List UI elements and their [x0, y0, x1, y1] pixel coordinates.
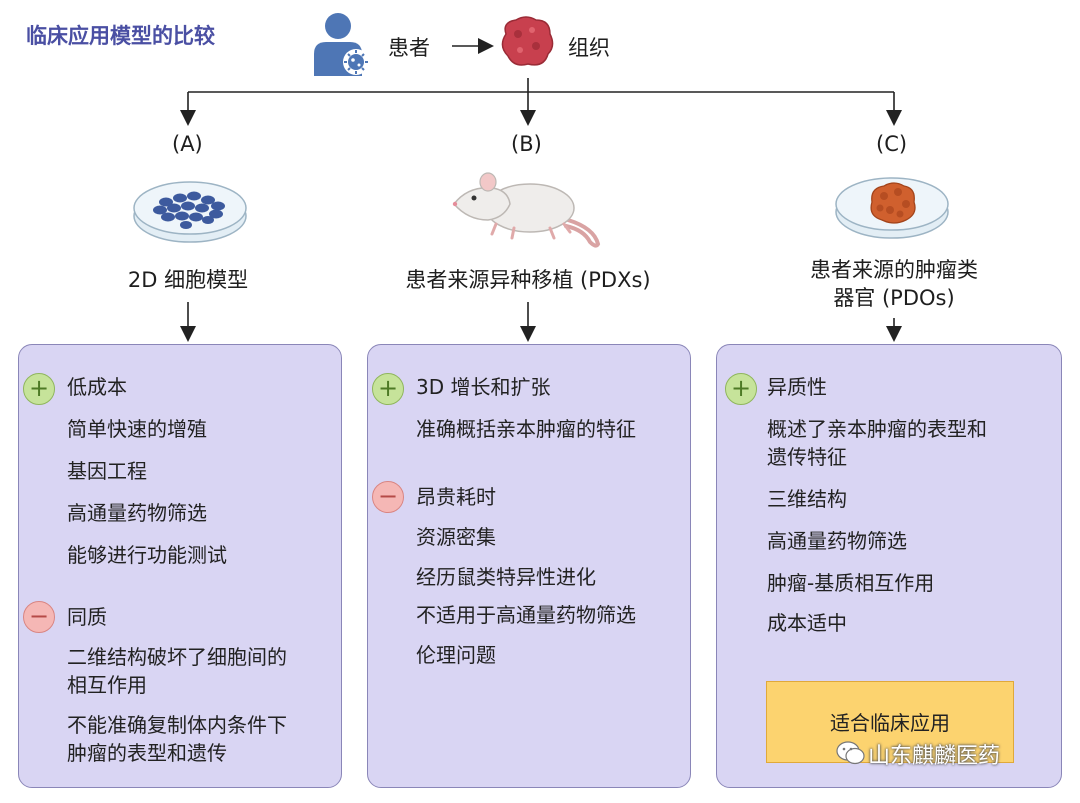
panel-pdx-model: + 3D 增长和扩张 准确概括亲本肿瘤的特征 − 昂贵耗时 资源密集 经历鼠类特…	[367, 344, 691, 788]
panel-c-pro: 概述了亲本肿瘤的表型和	[767, 417, 987, 441]
panel-b-con: 经历鼠类特异性进化	[416, 565, 596, 589]
panel-a-con: 肿瘤的表型和遗传	[67, 741, 227, 765]
panel-a-pro: 能够进行功能测试	[67, 543, 227, 567]
panel-a-con: 二维结构破坏了细胞间的	[67, 645, 287, 669]
model-b-letter: (B)	[511, 132, 542, 156]
panel-b-con: 伦理问题	[416, 643, 496, 667]
panel-c-pro: 三维结构	[767, 487, 847, 511]
panel-b-pro: 准确概括亲本肿瘤的特征	[416, 417, 636, 441]
panel-c-pro: 成本适中	[767, 611, 847, 635]
petri-dish-organoid-icon	[835, 177, 949, 239]
minus-icon: −	[23, 601, 55, 633]
panel-a-pro: 基因工程	[67, 459, 147, 483]
model-b-name: 患者来源异种移植 (PDXs)	[405, 268, 651, 292]
plus-icon: +	[725, 373, 757, 405]
panel-b-plus-title: 3D 增长和扩张	[416, 375, 551, 399]
model-a-name: 2D 细胞模型	[127, 268, 249, 292]
petri-dish-cells-icon	[133, 181, 247, 243]
watermark-text: 山东麒麟医药	[868, 744, 1001, 769]
plus-icon: +	[372, 373, 404, 405]
mouse-icon	[452, 172, 601, 248]
panel-c-plus-title: 异质性	[767, 375, 827, 399]
panel-b-minus-title: 昂贵耗时	[416, 485, 496, 509]
tissue-label: 组织	[568, 36, 610, 60]
panel-a-pro: 简单快速的增殖	[67, 417, 207, 441]
model-c-name-line2: 器官 (PDOs)	[833, 286, 955, 310]
panel-b-con: 不适用于高通量药物筛选	[416, 603, 636, 627]
model-c-name-line1: 患者来源的肿瘤类	[810, 258, 978, 282]
panel-c-pro: 遗传特征	[767, 445, 847, 469]
patient-label: 患者	[388, 36, 430, 60]
clinical-application-box: 适合临床应用	[766, 681, 1014, 763]
model-a-letter: (A)	[172, 132, 203, 156]
plus-icon: +	[23, 373, 55, 405]
minus-icon: −	[372, 481, 404, 513]
diagram-title: 临床应用模型的比较	[26, 24, 215, 48]
patient-icon	[314, 13, 369, 76]
panel-a-con: 不能准确复制体内条件下	[67, 713, 287, 737]
panel-a-plus-title: 低成本	[67, 375, 127, 399]
panel-2d-cell-model: + 低成本 简单快速的增殖 基因工程 高通量药物筛选 能够进行功能测试 − 同质…	[18, 344, 342, 788]
tissue-icon	[501, 16, 554, 66]
panel-b-con: 资源密集	[416, 525, 496, 549]
panel-a-pro: 高通量药物筛选	[67, 501, 207, 525]
wechat-icon	[836, 741, 865, 765]
model-c-letter: (C)	[876, 132, 908, 156]
panel-a-con: 相互作用	[67, 673, 147, 697]
panel-c-pro: 肿瘤-基质相互作用	[767, 571, 935, 595]
panel-a-minus-title: 同质	[67, 605, 107, 629]
panel-c-pro: 高通量药物筛选	[767, 529, 907, 553]
